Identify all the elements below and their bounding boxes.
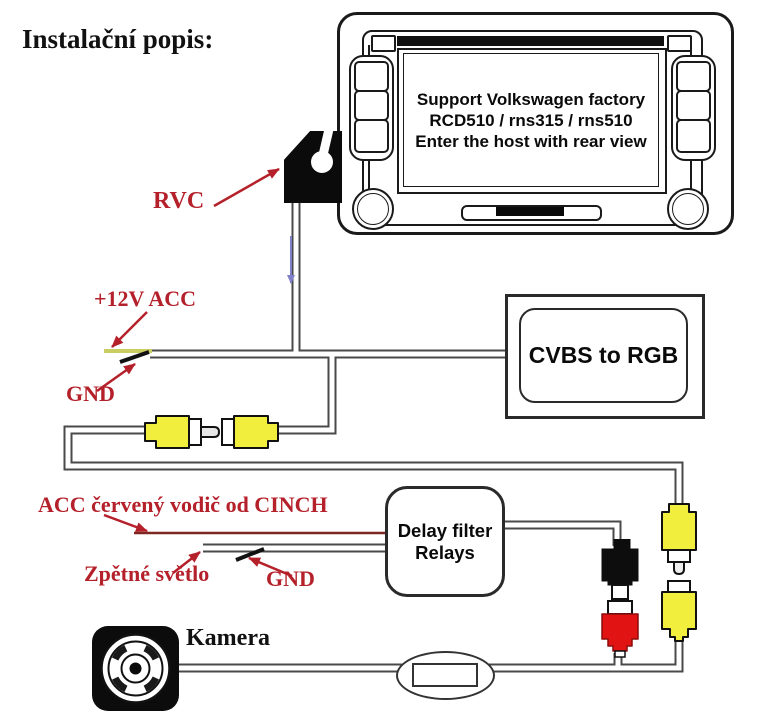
rca-female-yellow-icon [221,415,279,449]
rca-collar [221,418,235,446]
delay-filter-relays-box: Delay filter Relays [385,486,505,597]
preset-button[interactable] [676,61,711,92]
gnd-top-wire-tick [119,350,150,364]
acc-cinch-label: ACC červený vodič od CINCH [38,492,328,517]
rca-collar [667,549,691,563]
rca-collar [607,600,633,615]
head-unit-sensor-right [667,35,692,52]
plug-male-black-icon [601,539,639,600]
cable-core [65,427,682,507]
plug-body [601,539,639,586]
gnd-bottom-arrow [248,556,293,578]
head-unit-top-bar [397,36,664,46]
preset-button[interactable] [354,61,389,92]
lens-center [129,662,142,675]
rca-body [661,591,697,642]
preset-button[interactable] [676,119,711,153]
head-unit-screen-text: Support Volkswagen factory RCD510 / rns3… [403,53,659,187]
reverse-light-arrow [172,551,201,574]
head-unit-trim-line [690,156,692,189]
cable-yellow-female-branch [277,356,337,435]
camera-lens [100,633,171,704]
rca-female-yellow-right-icon [661,580,697,642]
reverse-light-label: Zpětné světlo [84,561,210,586]
inline-filter-core [412,663,478,687]
acc-12v-arrow [111,311,148,348]
head-unit-sensor-left [371,35,396,52]
head-unit-trim-line [368,45,370,56]
cvbs-box: CVBS to RGB [519,308,688,403]
rca-male-yellow-icon [144,415,221,449]
lens-screw-ring [109,642,162,695]
screen-line-3: Enter the host with rear view [415,131,647,151]
gnd-bottom-label: GND [266,566,315,591]
gnd-bottom-wire-tick [235,547,265,562]
page-title: Instalační popis: [22,24,214,54]
delay-box-label-1: Delay filter [397,519,493,541]
gnd-top-label: GND [66,381,115,406]
cd-slot-opening [496,207,564,216]
preset-button[interactable] [354,90,389,121]
rca-male-yellow-right-icon [661,503,697,576]
preset-button[interactable] [676,90,711,121]
rca-collar [188,418,202,446]
rca-body [661,503,697,551]
cvbs-box-label: CVBS to RGB [528,342,679,368]
cable-core [277,356,335,433]
plug-collar [611,584,629,600]
gnd-top-arrow [96,362,136,393]
screen-line-1: Support Volkswagen factory [416,89,646,109]
head-unit-trim-line [368,156,370,189]
rca-body [601,613,639,652]
volume-knob[interactable] [352,188,394,230]
annotation-arrows [96,167,293,578]
rca-collar [667,580,691,593]
rca-female-red-icon [601,600,639,658]
rear-camera-icon [92,626,179,711]
rca-tail [614,650,626,658]
rvc-connector-socket [311,151,333,173]
cable-core [178,640,682,671]
rvc-label: RVC [153,188,205,214]
delay-box-label-2: Relays [415,541,475,563]
rca-pin [200,426,221,438]
screen-line-2: RCD510 / rns315 / rns510 [429,110,633,130]
acc-12v-label: +12V ACC [94,286,196,311]
camera-label: Kamera [186,625,270,651]
rca-body [144,415,190,449]
acc-cinch-arrow [103,513,148,533]
rca-pin [673,561,685,576]
preset-button[interactable] [354,119,389,153]
tuner-knob[interactable] [667,188,709,230]
rca-body [233,415,279,449]
rvc-arrow [213,167,280,208]
